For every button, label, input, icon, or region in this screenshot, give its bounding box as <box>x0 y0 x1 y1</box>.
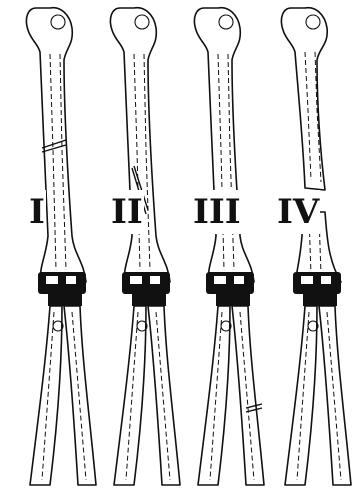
humeral-head-mark <box>219 15 233 29</box>
elbow-joint-highlight <box>46 276 58 284</box>
marrow-canal-line <box>50 54 56 270</box>
ulna <box>114 306 146 485</box>
elbow-joint-highlight <box>321 276 331 284</box>
marrow-canal-line <box>240 312 254 480</box>
marrow-canal-line <box>327 312 341 480</box>
elbow-joint-shadow <box>293 272 341 294</box>
bone-panel-2 <box>110 8 180 485</box>
elbow-joint-highlight <box>301 276 313 284</box>
elbow-articulation <box>216 292 250 306</box>
ulna <box>198 306 230 485</box>
elbow-joint-highlight <box>234 276 244 284</box>
elbow-articulation <box>303 292 337 306</box>
ulna <box>30 306 62 485</box>
humerus <box>110 8 170 282</box>
elbow-joint-shadow <box>122 272 170 294</box>
panel-label-1: I <box>28 190 46 234</box>
radius <box>319 306 351 485</box>
ulna <box>285 306 317 485</box>
panel-label-4: IV <box>276 190 320 234</box>
bone-panel-3 <box>194 8 264 485</box>
marrow-canal-line <box>305 52 311 180</box>
radius <box>148 306 180 485</box>
humerus-proximal <box>281 8 327 190</box>
radius <box>232 306 264 485</box>
elbow-joint-highlight <box>66 276 76 284</box>
marrow-canal-line <box>60 54 66 270</box>
bone-panel-4 <box>281 8 351 485</box>
elbow-joint-highlight <box>214 276 226 284</box>
humeral-head-mark <box>306 15 320 29</box>
elbow-joint-highlight <box>130 276 142 284</box>
bone-panel-1 <box>26 8 96 485</box>
elbow-articulation <box>132 292 166 306</box>
panel-label-2: II <box>110 190 144 234</box>
elbow-joint-shadow <box>38 272 86 294</box>
marrow-canal-line <box>144 54 150 270</box>
marrow-canal-line <box>218 54 224 270</box>
panel-label-3: III <box>192 190 242 234</box>
radius <box>64 306 96 485</box>
elbow-joint-shadow <box>206 272 254 294</box>
marrow-canal-line <box>156 312 170 480</box>
marrow-canal-line <box>134 54 140 270</box>
humeral-head-mark <box>51 15 65 29</box>
humerus <box>26 8 86 282</box>
marrow-canal-line <box>72 312 86 480</box>
marrow-canal-line <box>228 54 234 270</box>
fracture-line <box>246 404 262 412</box>
elbow-articulation <box>48 292 82 306</box>
humerus <box>194 8 254 282</box>
humeral-head-mark <box>135 15 149 29</box>
elbow-joint-highlight <box>150 276 160 284</box>
